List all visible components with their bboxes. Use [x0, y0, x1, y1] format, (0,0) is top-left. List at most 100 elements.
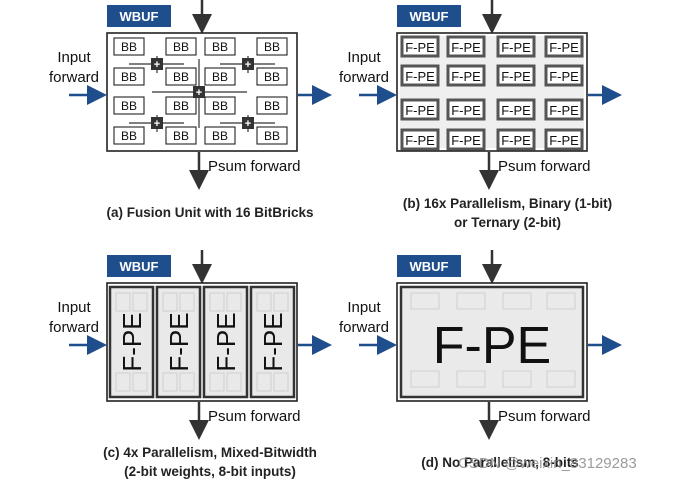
fpe-cell [446, 128, 486, 151]
psum-forward-label: Psum forward [498, 408, 591, 425]
bitbrick-label: BB [121, 70, 137, 84]
fpe-cell [400, 128, 440, 151]
fpe-label: F-PE [549, 133, 579, 148]
bitbrick-box [113, 126, 145, 145]
fpe-label-vertical: F-PE [117, 312, 147, 371]
fpe-label: F-PE [405, 133, 435, 148]
bitbrick-label: BB [173, 40, 189, 54]
fpe-label: F-PE [405, 69, 435, 84]
ghost-cell [115, 372, 131, 392]
fpe-cell [400, 35, 440, 58]
bitbrick-label: BB [212, 129, 228, 143]
fpe-cell [400, 64, 440, 87]
input-label: Input [347, 299, 381, 316]
input-label: Input [57, 299, 91, 316]
bitbrick-label: BB [212, 40, 228, 54]
bitbrick-box [256, 67, 288, 86]
ghost-cell [256, 292, 272, 312]
ghost-cell [132, 372, 148, 392]
caption-b-line-1: (b) 16x Parallelism, Binary (1-bit) [402, 196, 613, 211]
bitbrick-box [256, 37, 288, 56]
forward-label: forward [49, 69, 99, 86]
fpe-label: F-PE [549, 69, 579, 84]
bitbrick-box [204, 67, 236, 86]
fpe-label: F-PE [451, 103, 481, 118]
bitbrick-label: BB [264, 40, 280, 54]
fpe-label: F-PE [501, 69, 531, 84]
adder-box [242, 58, 254, 70]
caption-c-line-2: (2-bit weights, 8-bit inputs) [124, 464, 296, 479]
fpe-column [108, 285, 155, 399]
ghost-cell [162, 292, 178, 312]
ghost-cell [209, 292, 225, 312]
wbuf-box [397, 255, 461, 277]
bitbrick-label: BB [173, 99, 189, 113]
wbuf-box [107, 255, 171, 277]
bitbrick-label: BB [173, 129, 189, 143]
caption-d: (d) No Parallelism, 8-bits [395, 453, 605, 472]
bitbrick-box [165, 67, 197, 86]
fpe-cell [544, 98, 584, 121]
fpe-column [202, 285, 249, 399]
ghost-cell [546, 292, 576, 310]
fpe-cell [400, 98, 440, 121]
ghost-cell [502, 370, 532, 388]
bitbrick-label: BB [212, 99, 228, 113]
ghost-cell [502, 292, 532, 310]
fpe-cell [544, 128, 584, 151]
bitbrick-label: BB [264, 129, 280, 143]
fpe-label-vertical: F-PE [164, 312, 194, 371]
fpe-label: F-PE [451, 40, 481, 55]
wbuf-label: WBUF [410, 259, 449, 274]
ghost-cell [209, 372, 225, 392]
bitbrick-box [204, 96, 236, 115]
fpe-label-large: F-PE [433, 317, 551, 375]
bitbrick-box [204, 126, 236, 145]
bitbrick-label: BB [121, 129, 137, 143]
bitbrick-box [165, 96, 197, 115]
fpe-label: F-PE [451, 133, 481, 148]
ghost-cell [273, 292, 289, 312]
fpe-column [155, 285, 202, 399]
ghost-cell [226, 372, 242, 392]
ghost-cell [115, 292, 131, 312]
adder-plus: + [196, 87, 202, 99]
adder-plus: + [245, 118, 251, 130]
ghost-cell [456, 292, 486, 310]
ghost-cell [179, 292, 195, 312]
psum-forward-label: Psum forward [208, 408, 301, 425]
fpe-cell [446, 35, 486, 58]
fpe-column [249, 285, 296, 399]
wbuf-label: WBUF [410, 9, 449, 24]
bitbrick-label: BB [121, 40, 137, 54]
bitbrick-label: BB [264, 70, 280, 84]
fpe-cell [446, 98, 486, 121]
fpe-cell [544, 64, 584, 87]
input-label: Input [57, 49, 91, 66]
ghost-cell [179, 372, 195, 392]
ghost-cell [410, 292, 440, 310]
wbuf-box [107, 5, 171, 27]
adder-box [151, 117, 163, 129]
ghost-cell [162, 372, 178, 392]
forward-label: forward [339, 69, 389, 86]
fpe-cell [496, 98, 536, 121]
wbuf-label: WBUF [120, 259, 159, 274]
ghost-cell [226, 292, 242, 312]
fpe-cell [446, 64, 486, 87]
caption-b: (b) 16x Parallelism, Binary (1-bit) or T… [365, 194, 650, 232]
bitbrick-label: BB [173, 70, 189, 84]
fpe-cell [496, 64, 536, 87]
adder-plus: + [154, 59, 160, 71]
fpe-label: F-PE [501, 103, 531, 118]
bitbrick-label: BB [121, 99, 137, 113]
bitbrick-box [113, 67, 145, 86]
ghost-cell [410, 370, 440, 388]
caption-c: (c) 4x Parallelism, Mixed-Bitwidth (2-bi… [65, 443, 355, 481]
bitbrick-box [113, 37, 145, 56]
